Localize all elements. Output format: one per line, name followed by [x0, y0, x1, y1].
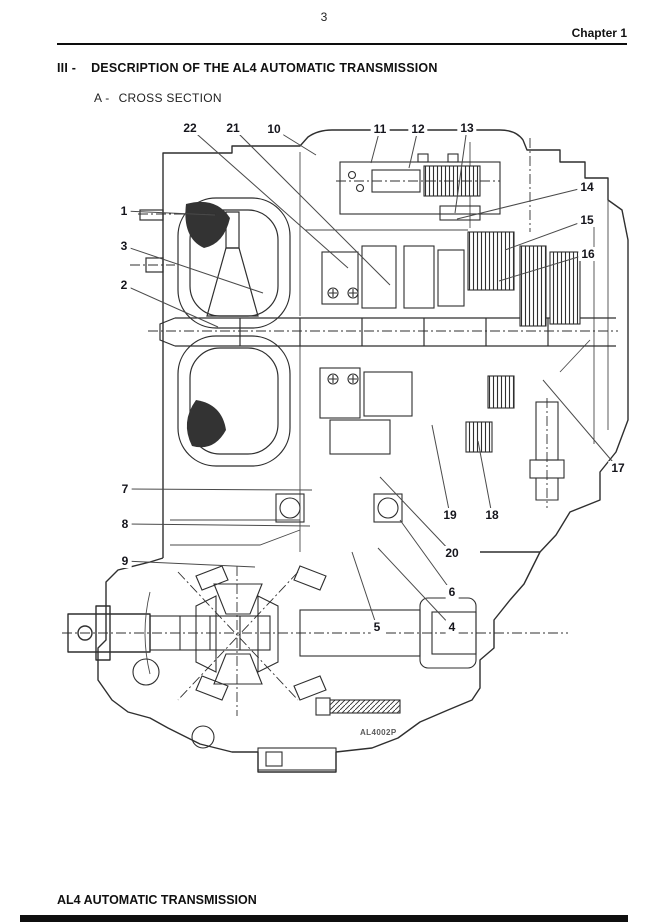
section-number: III - — [57, 61, 77, 75]
lower-gear-cluster — [275, 367, 565, 523]
leader-line — [273, 128, 317, 156]
leader-line — [431, 424, 451, 516]
leader-line — [498, 253, 589, 282]
leader-line — [123, 210, 216, 216]
page-number: 3 — [320, 10, 328, 24]
leader-line — [232, 127, 391, 286]
differential — [132, 565, 477, 771]
leader-line — [124, 488, 313, 491]
footer-title: AL4 AUTOMATIC TRANSMISSION — [57, 893, 257, 907]
leader-line — [477, 440, 493, 516]
leader-line — [124, 523, 311, 527]
leader-line — [504, 219, 588, 251]
housing-outline — [67, 129, 629, 773]
centerlines — [62, 138, 618, 716]
leader-line — [377, 547, 453, 628]
leader-line — [399, 519, 453, 593]
leader-line — [123, 245, 264, 294]
leader-lines — [123, 127, 619, 628]
leader-line — [123, 284, 219, 328]
leader-line — [124, 560, 256, 568]
solenoid-block — [339, 153, 501, 221]
chapter-label: Chapter 1 — [571, 26, 627, 40]
sub-number: A - — [94, 91, 110, 105]
leader-line — [454, 127, 468, 214]
sub-heading: A - CROSS SECTION — [94, 91, 222, 105]
header-rule — [57, 43, 627, 45]
footer-bar — [20, 915, 628, 922]
upper-gear-cluster — [321, 231, 581, 327]
leader-line — [379, 476, 453, 554]
section-heading: III - DESCRIPTION OF THE AL4 AUTOMATIC T… — [57, 61, 438, 75]
leader-line — [456, 186, 588, 220]
leader-line — [542, 379, 619, 469]
leader-line — [370, 128, 381, 164]
leader-line — [351, 551, 378, 628]
torque-converter — [177, 197, 291, 467]
section-title: DESCRIPTION OF THE AL4 AUTOMATIC TRANSMI… — [91, 61, 438, 75]
sub-title: CROSS SECTION — [118, 91, 222, 105]
figure-code: AL4002P — [360, 728, 397, 737]
leader-line — [189, 127, 349, 269]
input-shaft — [139, 209, 616, 347]
